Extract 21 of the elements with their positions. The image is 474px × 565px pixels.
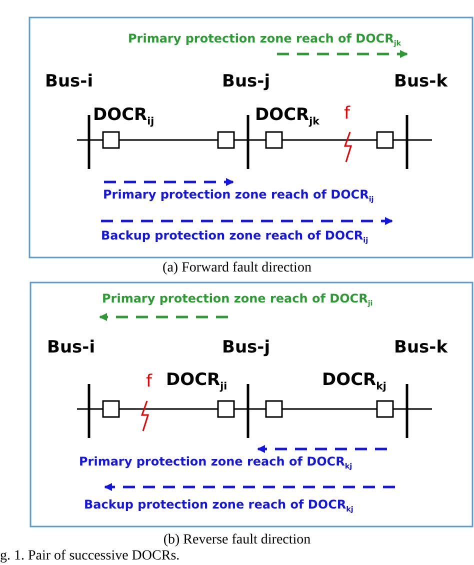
figure-caption: g. 1. Pair of successive DOCRs. — [0, 548, 180, 564]
bus-label: Bus-i — [47, 338, 96, 358]
fault-label: f — [146, 372, 152, 392]
panel-caption: (a) Forward fault direction — [162, 260, 312, 276]
bus-label: Bus-k — [394, 338, 448, 358]
panel-caption: (b) Reverse fault direction — [163, 532, 311, 548]
zone-label: Primary protection zone reach of DOCR$_{ji}$ — [102, 292, 373, 308]
bus-label: Bus-i — [45, 72, 94, 92]
relay-label: DOCR$_{jk}$ — [255, 106, 320, 128]
zone-label: Backup protection zone reach of DOCR$_{ij}$ — [101, 229, 368, 245]
relay-label: DOCR$_{ij}$ — [93, 106, 154, 128]
bus-label: Bus-j — [222, 338, 270, 358]
zone-label: Primary protection zone reach of DOCR$_{ij}$ — [103, 188, 374, 204]
zone-label: Primary protection zone reach of DOCR$_{jk}$ — [128, 32, 402, 48]
relay-label: DOCR$_{kj}$ — [322, 371, 386, 393]
zone-label: Primary protection zone reach of DOCR$_{kj}$ — [79, 455, 352, 471]
bus-label: Bus-j — [222, 72, 270, 92]
relay-label: DOCR$_{ji}$ — [166, 371, 228, 393]
fault-label: f — [344, 104, 350, 124]
zone-label: Backup protection zone reach of DOCR$_{kj}$ — [84, 498, 354, 514]
bus-label: Bus-k — [394, 72, 448, 92]
